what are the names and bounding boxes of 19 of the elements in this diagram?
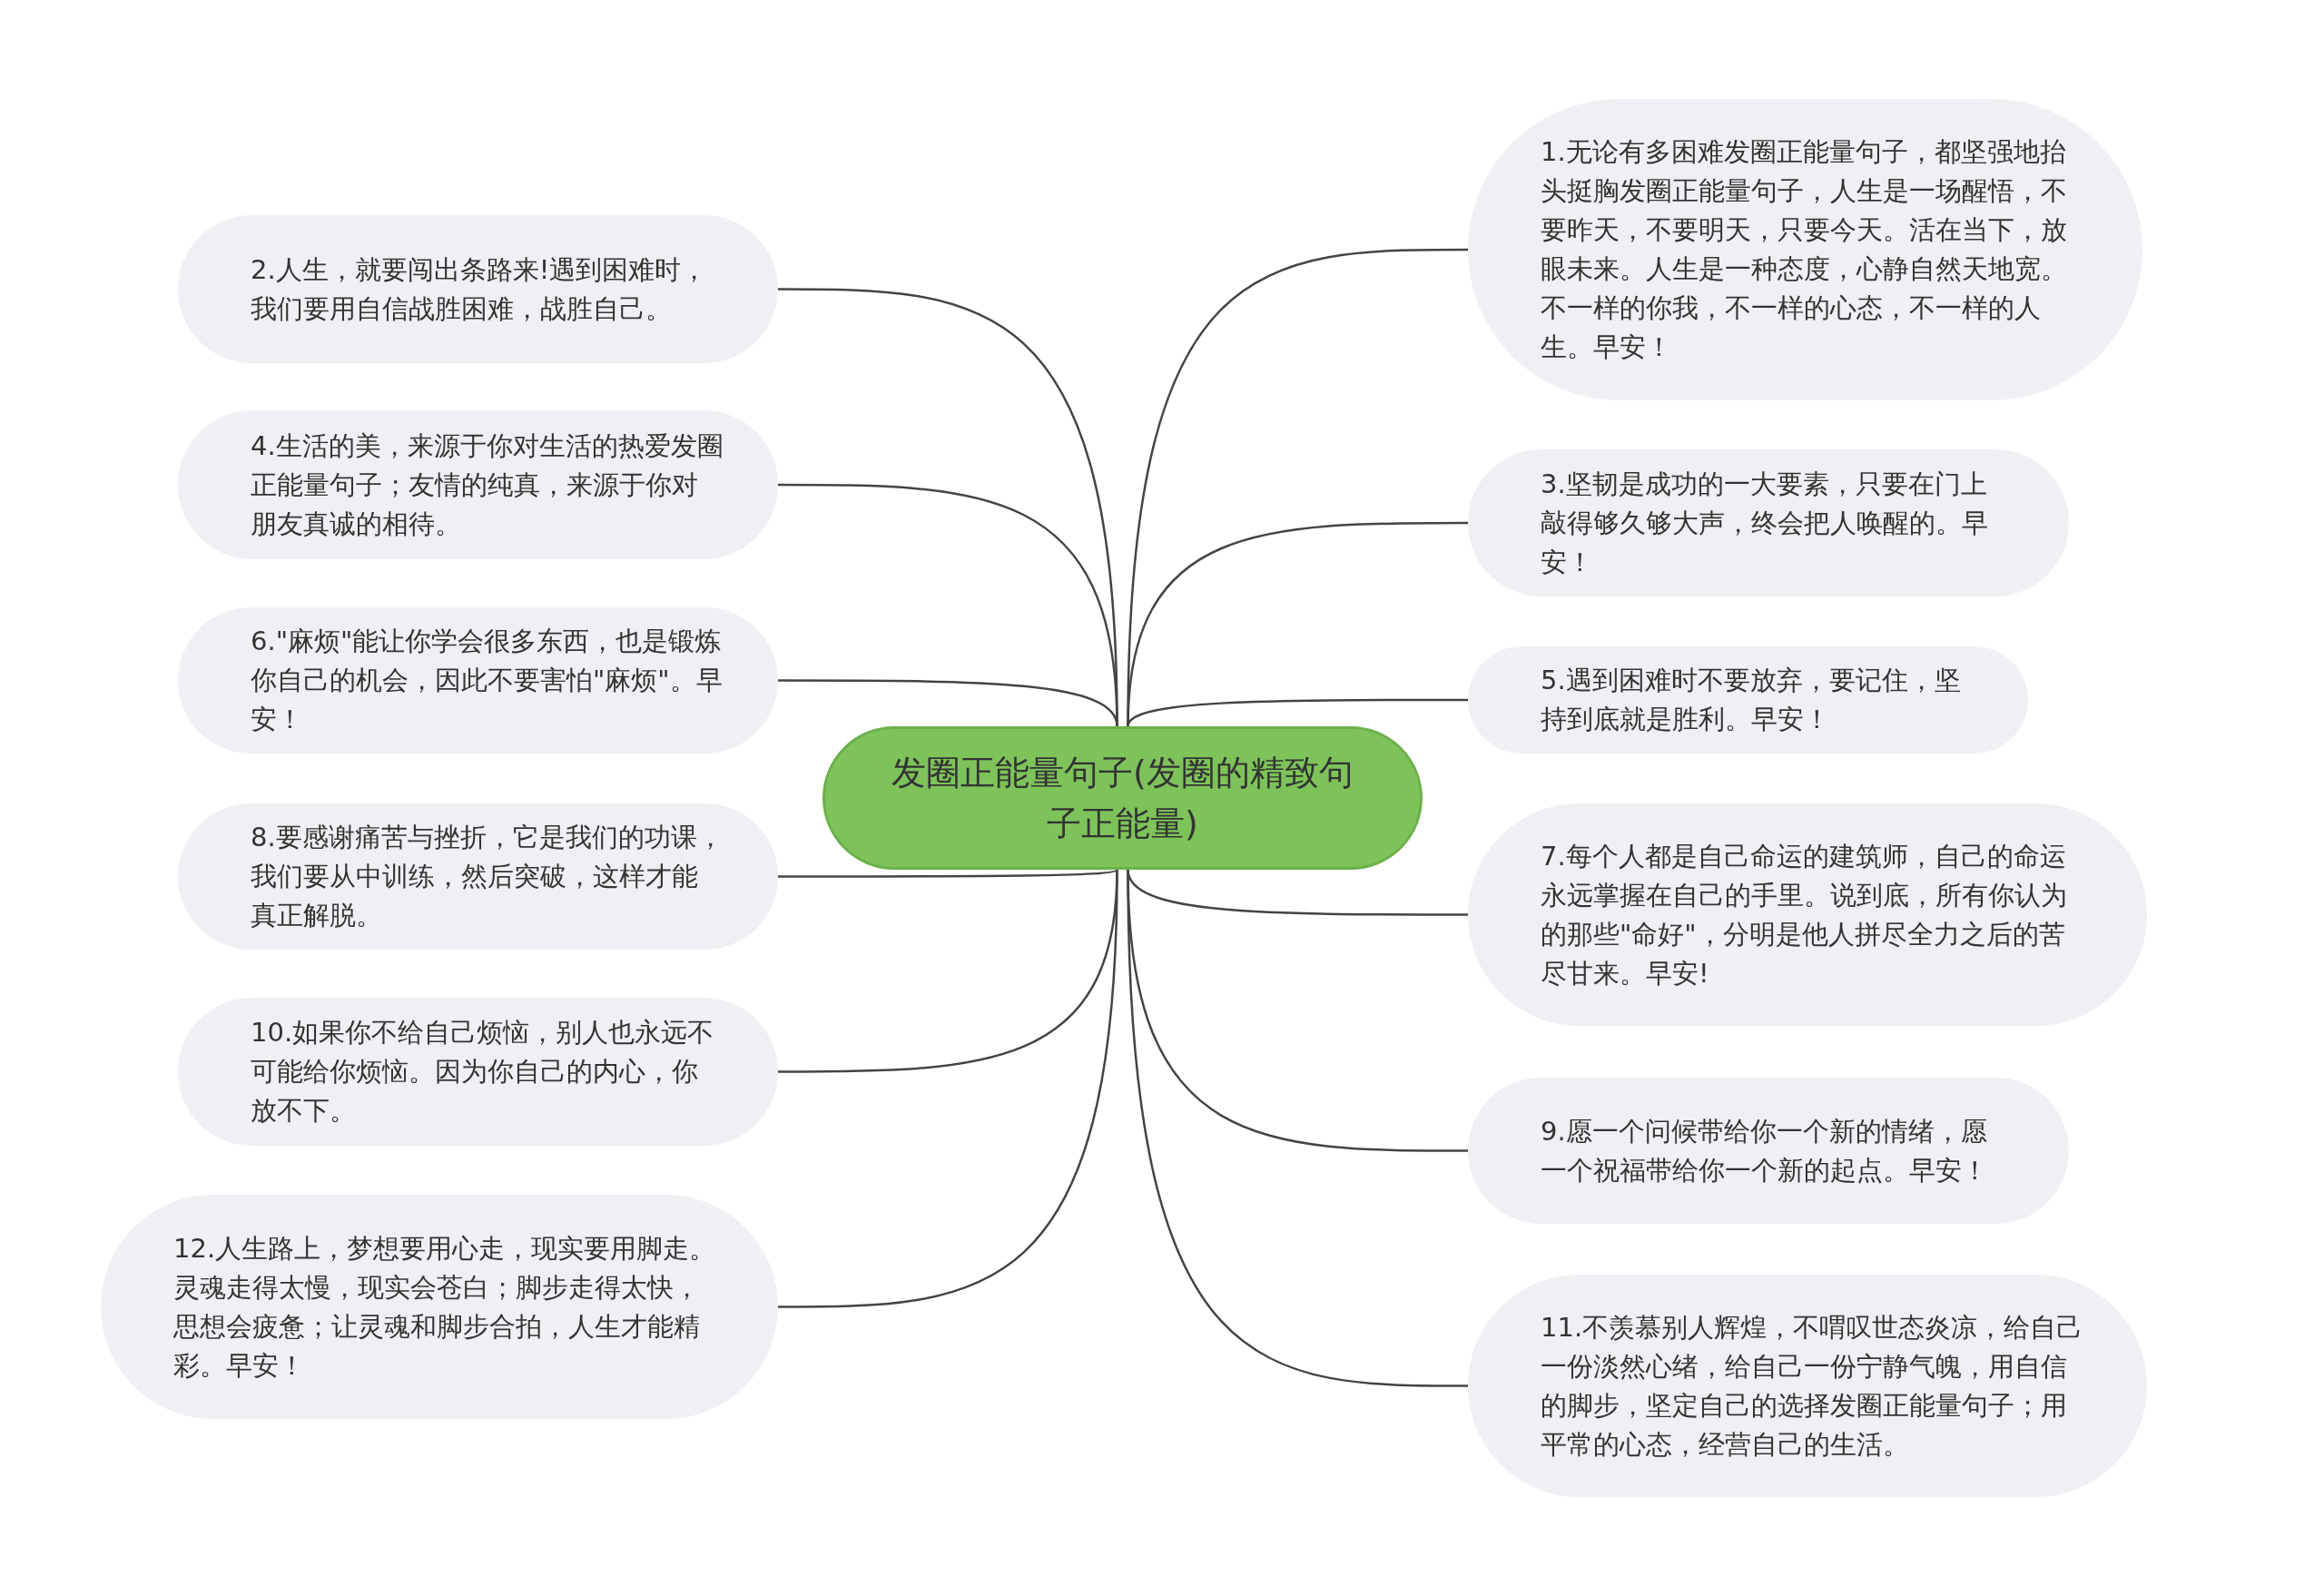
topic-text: 3.坚韧是成功的一大要素，只要在门上敲得够久够大声，终会把人唤醒的。早安！ (1541, 467, 1989, 579)
topic-text: 2.人生，就要闯出条路来!遇到困难时，我们要用自信战胜困难，战胜自己。 (251, 252, 709, 326)
topic-text: 8.要感谢痛苦与挫折，它是我们的功课，我们要从中训练，然后突破，这样才能真正解脱。 (251, 821, 724, 932)
topic-text: 7.每个人都是自己命运的建筑师，自己的命运永远掌握在自己的手里。说到底，所有你认为的那些"命好"，分明是他人拼尽全力之后的苦尽甘来。早安! (1541, 839, 2068, 990)
connector-line (778, 869, 1118, 1308)
topic-text: 6."麻烦"能让你学会很多东西，也是锻炼你自己的机会，因此不要害怕"麻烦"。早安！ (251, 625, 724, 736)
topic-text: 11.不羡慕别人辉煌，不喟叹世态炎凉，给自己一份淡然心绪，给自己一份宁静气魄，用自信的脚步，坚定自己的选择发圈正能量句子；用平常的心态，经营自己的生活。 (1541, 1310, 2083, 1462)
topic-text: 4.生活的美，来源于你对生活的热爱发圈正能量句子；友情的纯真，来源于你对朋友真诚的相待。 (251, 429, 724, 541)
connector-line (1127, 698, 1468, 727)
connector-line (1127, 869, 1468, 1387)
connector-line (778, 868, 1118, 878)
topic-text: 10.如果你不给自己烦恼，别人也永远不可能给你烦恼。因为你自己的内心，你放不下。 (251, 1016, 715, 1128)
connector-line (778, 679, 1118, 727)
central-topic-text: 发圈正能量句子(发圈的精致句子正能量) (891, 752, 1354, 845)
topic-text: 1.无论有多困难发圈正能量句子，都坚强地抬头挺胸发圈正能量句子，人生是一场醒悟，不要昨天，不要明天，只要今天。活在当下，放眼未来。人生是一种态度，心静自然天地宽。不一样的你我，不一样的心态，不一样的人生。早安！ (1541, 135, 2068, 364)
connector-line (1127, 521, 1468, 727)
topic-text: 12.人生路上，梦想要用心走，现实要用脚走。灵魂走得太慢，现实会苍白；脚步走得太快，思想会疲惫；让灵魂和脚步合拍，人生才能精彩。早安！ (173, 1231, 717, 1383)
topic-text: 5.遇到困难时不要放弃，要记住，坚持到底就是胜利。早安！ (1541, 664, 1962, 736)
topic-text: 9.愿一个问候带给你一个新的情绪，愿一个祝福带给你一个新的起点。早安！ (1541, 1114, 1989, 1187)
